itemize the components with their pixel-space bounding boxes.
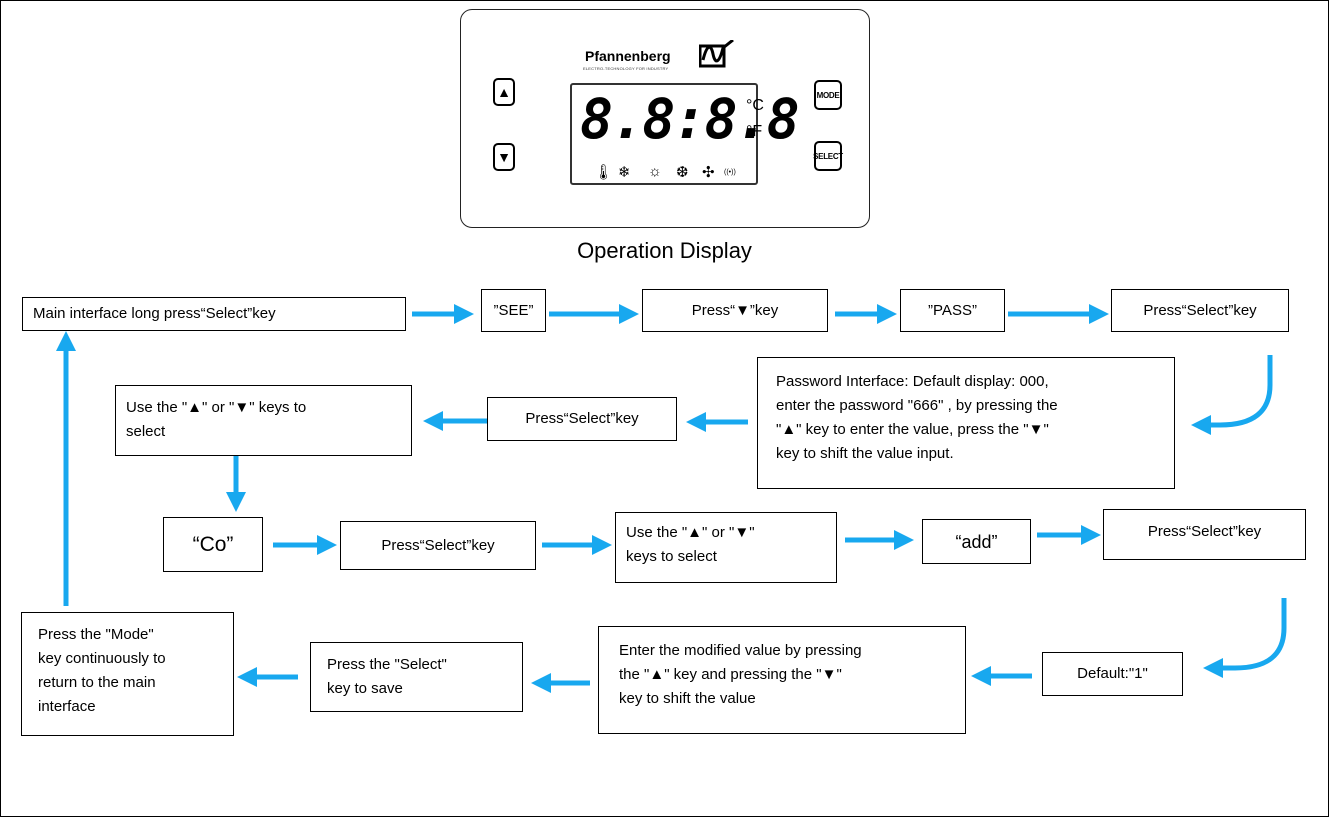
arrow-13 bbox=[1203, 598, 1287, 678]
defrost-icon: ❆ bbox=[676, 164, 689, 181]
select-key: SELECT bbox=[813, 141, 843, 171]
step-mode: Press the "Mode" key continuously to ret… bbox=[21, 612, 234, 736]
fan-icon: ✣ bbox=[702, 164, 715, 181]
step-save: Press the "Select" key to save bbox=[310, 642, 523, 712]
step-press-down: Press“▼”key bbox=[642, 289, 828, 332]
celsius-unit: °C bbox=[746, 97, 764, 114]
step-press-select-2: Press“Select”key bbox=[487, 397, 677, 441]
mode-key: MODE bbox=[814, 80, 842, 110]
step-press-select-3: Press“Select”key bbox=[340, 521, 536, 570]
step-use-keys-1: Use the "▲" or "▼" keys to select bbox=[115, 385, 412, 456]
up-key: ▲ bbox=[493, 78, 515, 106]
step-enter-value: Enter the modified value by pressing the… bbox=[598, 626, 966, 734]
alarm-icon: ((•)) bbox=[724, 169, 736, 176]
step-main-interface: Main interface long press“Select”key bbox=[22, 297, 406, 331]
display-caption: Operation Display bbox=[577, 238, 752, 263]
step-co: “Co” bbox=[163, 517, 263, 572]
step-see: ”SEE” bbox=[481, 289, 546, 332]
control-panel: ▲ ▼ MODE SELECT Pfannenberg ELECTRO-TECH… bbox=[460, 9, 870, 228]
step-add: “add” bbox=[922, 519, 1031, 564]
snowflake-icon: ❄ bbox=[618, 164, 631, 181]
step-press-select-4: Press“Select”key bbox=[1103, 509, 1306, 560]
brand-logo-icon bbox=[699, 40, 734, 68]
thermometer-icon: 🌡 bbox=[594, 164, 614, 181]
fahrenheit-unit: °F bbox=[746, 123, 763, 140]
lcd-screen: 8.8:8.8 °C °F 🌡 ❄ ☼ ❆ ✣ ((•)) bbox=[570, 83, 800, 185]
brand-tagline: ELECTRO-TECHNOLOGY FOR INDUSTRY bbox=[583, 66, 669, 71]
brand-name: Pfannenberg bbox=[585, 48, 671, 64]
step-default: Default:"1" bbox=[1042, 652, 1183, 696]
step-press-select-1: Press“Select”key bbox=[1111, 289, 1289, 332]
step-password-interface: Password Interface: Default display: 000… bbox=[757, 357, 1175, 489]
step-pass: ”PASS” bbox=[900, 289, 1005, 332]
lcd-digits: 8.8:8.8 bbox=[580, 87, 800, 151]
step-use-keys-2: Use the "▲" or "▼" keys to select bbox=[615, 512, 837, 583]
arrow-5 bbox=[1191, 355, 1273, 435]
sun-icon: ☼ bbox=[648, 163, 662, 180]
down-key: ▼ bbox=[493, 143, 515, 171]
